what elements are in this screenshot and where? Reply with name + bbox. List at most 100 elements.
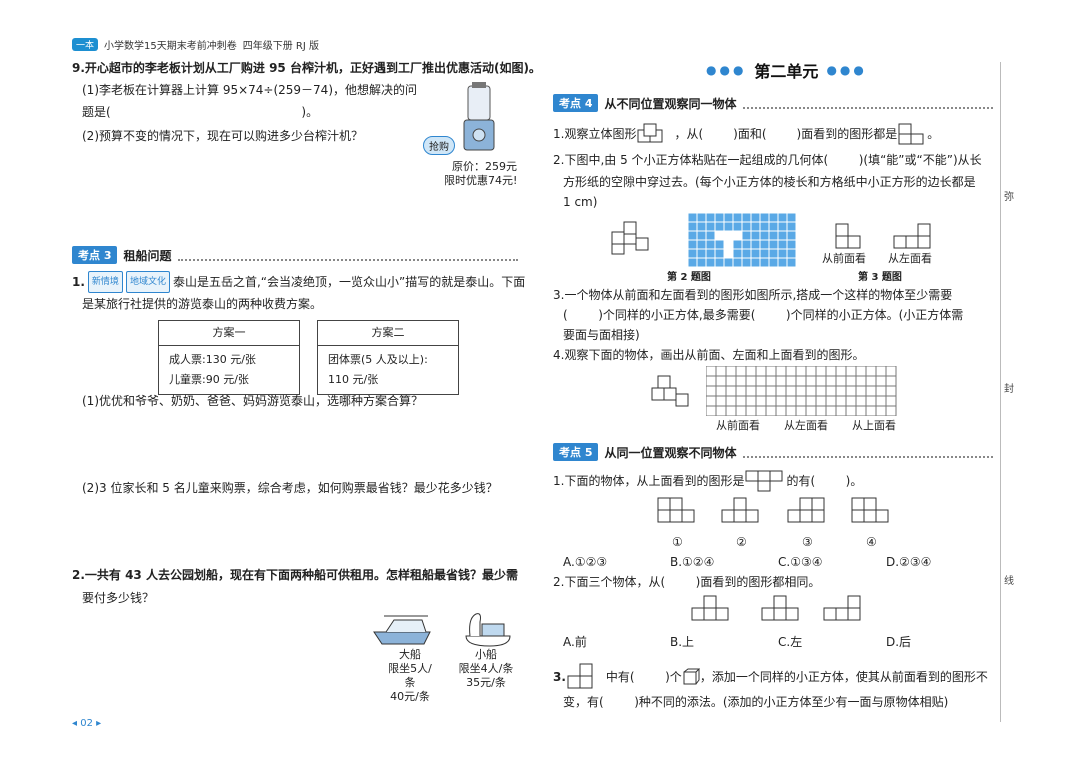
- q9-part2: (2)预算不变的情况下，现在可以购进多少台榨汁机？: [82, 129, 364, 143]
- section-title: 从同一位置观察不同物体: [604, 445, 737, 460]
- s3-text-b: ，添加一个同样的小正方体，使其从前面看到的图形不: [699, 670, 988, 684]
- s2-line1: 2.下面三个物体，从( )面看到的图形都相同。: [553, 575, 821, 589]
- s2-option-d[interactable]: D.后: [886, 635, 912, 649]
- r1-question: 1.观察立体图形 ，从( )面和( )面看到的图形都是 。: [553, 122, 939, 146]
- q1-part2: (2)3 位家长和 5 名儿童来购票，综合考虑，如何购票最省钱？最少花多少钱？: [82, 481, 498, 495]
- s1-text-b: 的有( )。: [786, 474, 863, 488]
- r4-front-label: 从前面看: [716, 419, 760, 432]
- front-view-label: 从前面看: [822, 252, 866, 265]
- margin-char-1: 弥: [1004, 192, 1014, 203]
- view-shape-icon: [898, 123, 924, 145]
- margin-char-3: 线: [1004, 576, 1014, 587]
- solid-figure-icon: [637, 123, 663, 143]
- unit-heading: ●●● 第二单元 ●●●: [706, 58, 867, 82]
- new-context-label: 新情境: [87, 271, 123, 293]
- q1-stem-line2: 是某旅行社提供的游览泰山的两种收费方案。: [82, 297, 323, 311]
- q9-part1-line1: (1)李老板在计算器上计算 95×74÷(259－74)，他想解决的问: [82, 83, 417, 97]
- s3-line2: 变，有( )种不同的添法。(添加的小正方体至少有一面与原物体相贴): [563, 695, 949, 709]
- juicer-illustration: [463, 82, 495, 151]
- paper-grid-figure: [688, 213, 796, 267]
- plan-one-title: 方案一: [159, 321, 299, 346]
- s1-question: 1.下面的物体，从上面看到的图形是 的有( )。: [553, 469, 862, 493]
- s1-num-3: ③: [802, 535, 813, 549]
- s3-question: 3. 中有( )个 ，添加一个同样的小正方体，使其从前面看到的图形不: [553, 662, 988, 692]
- r4-top-label: 从上面看: [852, 419, 896, 432]
- q9-stem: 9.开心超市的李老板计划从工厂购进 95 台榨汁机，正好遇到工厂推出优惠活动(如…: [72, 61, 541, 75]
- q1-part1: (1)优优和爷爷、奶奶、爸爸、妈妈游览泰山，选哪种方案合算？: [82, 394, 424, 408]
- big-boat-name: 大船: [399, 648, 421, 661]
- brand-logo: 一本: [72, 38, 99, 51]
- plan-one-child: 儿童票:90 元/张: [169, 373, 249, 386]
- drawing-grid: [706, 366, 897, 416]
- single-cube-icon: [683, 668, 700, 685]
- left-view-shape: [893, 223, 931, 249]
- regional-culture-label: 地域文化: [125, 271, 170, 293]
- small-boat-info: 小船 限坐4人/条 35元/条: [455, 648, 517, 690]
- s2-option-b[interactable]: B.上: [670, 635, 695, 649]
- page-footer: ◂ 02 ▸: [72, 718, 102, 729]
- front-view-shape: [835, 223, 861, 249]
- q2-stem: 2.一共有 43 人去公园划船，现在有下面两种船可供租用。怎样租船最省钱？最少需: [72, 568, 518, 582]
- section-5-heading: 考点 5 从同一位置观察不同物体: [553, 443, 993, 461]
- big-boat-seats: 限坐5人/条: [388, 662, 432, 689]
- s1-num-2: ②: [736, 535, 747, 549]
- big-boat-price: 40元/条: [390, 690, 430, 703]
- section-title: 从不同位置观察同一物体: [604, 96, 737, 111]
- r2-line1: 2.下图中,由 5 个小正方体粘贴在一起组成的几何体( )(填“能”或“不能”)…: [553, 153, 982, 167]
- sale-price: 限时优惠74元!: [444, 174, 518, 187]
- rush-buy-badge: 抢购: [423, 136, 455, 155]
- page-header: 一本 小学数学15天期末考前冲刺卷 四年级下册 RJ 版: [72, 37, 319, 52]
- section-tag: 考点 4: [553, 94, 599, 112]
- q3-caption: 第 3 题图: [858, 272, 902, 283]
- section-tag: 考点 3: [72, 246, 118, 264]
- r3-line2: ( )个同样的小正方体,最多需要( )个同样的小正方体。(小正方体需: [563, 308, 964, 322]
- margin-char-2: 封: [1004, 384, 1014, 395]
- q2-caption: 第 2 题图: [667, 272, 711, 283]
- section-4-heading: 考点 4 从不同位置观察同一物体: [553, 94, 993, 112]
- q9-part1-line2: 题是( )。: [82, 105, 319, 119]
- grade-label: 四年级下册 RJ 版: [242, 41, 320, 52]
- small-boat-seats: 限坐4人/条: [458, 662, 514, 675]
- top-view-shape-icon: [745, 470, 783, 492]
- s3-cube-figure: [567, 663, 593, 689]
- r4-left-label: 从左面看: [784, 419, 828, 432]
- book-title: 小学数学15天期末考前冲刺卷: [104, 41, 237, 52]
- r1-text-b: ，从(: [674, 127, 704, 141]
- plan-one-adult: 成人票:130 元/张: [169, 353, 256, 366]
- small-boat-name: 小船: [475, 648, 497, 661]
- q2-stem-line2: 要付多少钱？: [82, 591, 155, 605]
- small-boat-price: 35元/条: [466, 676, 506, 689]
- r3-line1: 3.一个物体从前面和左面看到的图形如图所示,搭成一个这样的物体至少需要: [553, 288, 953, 302]
- r3-line3: 要面与面相接): [563, 328, 640, 342]
- s1-text-a: 1.下面的物体，从上面看到的图形是: [553, 474, 745, 488]
- r2-line2: 方形纸的空隙中穿过去。(每个小正方体的棱长和方格纸中小正方形的边长都是: [563, 175, 976, 189]
- s1-option-c[interactable]: C.①③④: [778, 555, 823, 569]
- plan-two-title: 方案二: [318, 321, 458, 346]
- s1-num-1: ①: [672, 535, 683, 549]
- section-title: 租船问题: [123, 248, 172, 263]
- r1-text-e: 。: [927, 127, 940, 141]
- s2-objects: [691, 595, 861, 621]
- s1-option-d[interactable]: D.②③④: [886, 555, 932, 569]
- s1-option-b[interactable]: B.①②④: [670, 555, 715, 569]
- s1-option-a[interactable]: A.①②③: [563, 555, 608, 569]
- q1-number: 1.: [72, 275, 85, 289]
- s2-option-a[interactable]: A.前: [563, 635, 587, 649]
- unit-title: 第二单元: [754, 62, 819, 81]
- q1-stem-text: 泰山是五岳之首,“会当凌绝顶，一览众山小”描写的就是泰山。下面: [172, 275, 526, 289]
- r4-line1: 4.观察下面的物体，画出从前面、左面和上面看到的图形。: [553, 348, 865, 362]
- plan-one-box: 方案一 成人票:130 元/张 儿童票:90 元/张: [158, 320, 300, 395]
- s1-num-4: ④: [866, 535, 877, 549]
- q1-stem: 1. 新情境 地域文化 泰山是五岳之首,“会当凌绝顶，一览众山小”描写的就是泰山…: [72, 271, 525, 293]
- s1-objects: [657, 497, 889, 523]
- s2-option-c[interactable]: C.左: [778, 635, 803, 649]
- s3-text-a: 中有( )个: [605, 670, 682, 684]
- r4-cube-figure: [651, 375, 689, 407]
- binding-margin: [1000, 62, 1021, 722]
- section-3-heading: 考点 3 租船问题: [72, 246, 518, 264]
- r2-line3: 1 cm): [563, 195, 598, 209]
- r1-text-a: 1.观察立体图形: [553, 127, 637, 141]
- plan-two-group: 团体票(5 人及以上):: [328, 353, 428, 366]
- plan-two-box: 方案二 团体票(5 人及以上): 110 元/张: [317, 320, 459, 395]
- left-view-label: 从左面看: [888, 252, 932, 265]
